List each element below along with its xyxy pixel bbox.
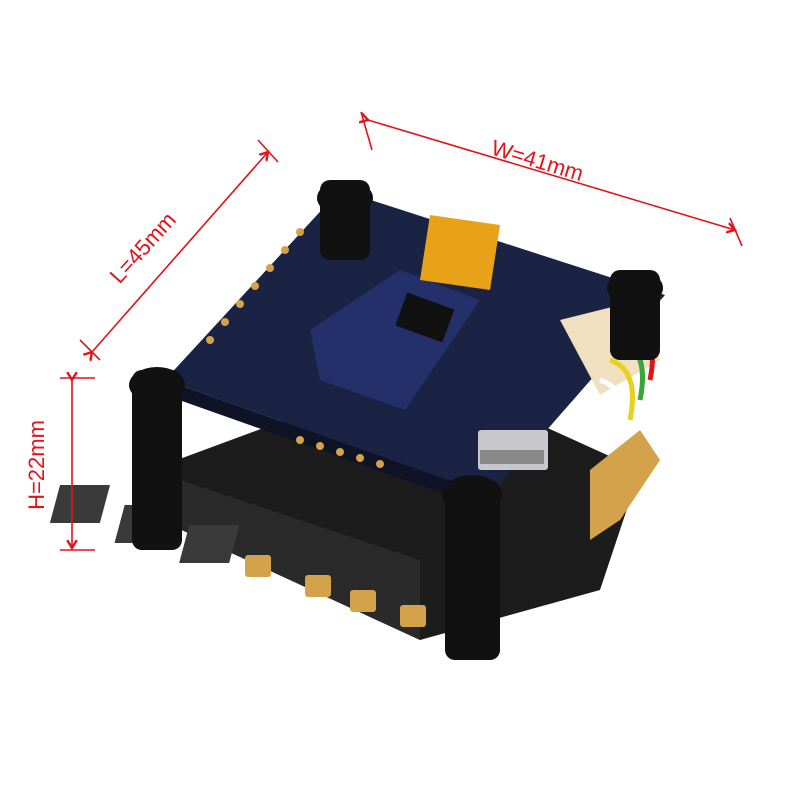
height-label: H=22mm [23,420,49,510]
flight-controller-board [165,190,665,510]
solder-pads [200,430,660,627]
flex-cable [420,215,500,290]
dimension-lines [60,111,743,551]
